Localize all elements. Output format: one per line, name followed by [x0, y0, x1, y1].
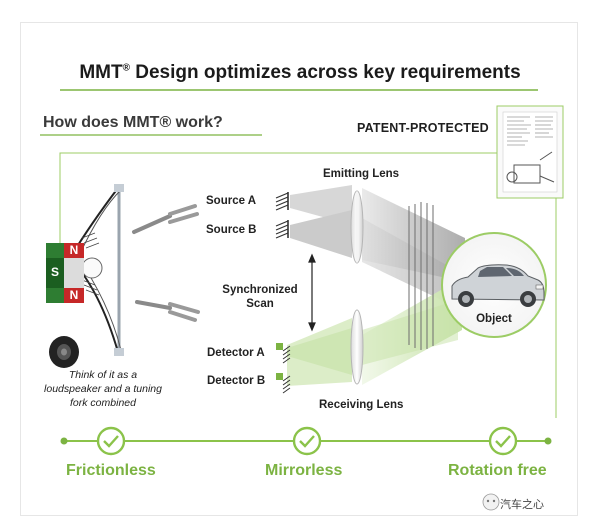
benefit-rotation-free: Rotation free [448, 462, 547, 479]
detector-b-sensor [276, 373, 291, 394]
tuning-fork-upper-icon [132, 204, 199, 234]
sync-scan-label-line1: Synchronized [222, 284, 298, 296]
detector-a-label: Detector A [207, 347, 265, 359]
detector-b-label: Detector B [207, 375, 266, 387]
page-title: MMT® Design optimizes across key require… [79, 62, 521, 83]
magnet-label-s: S [50, 265, 59, 279]
receiving-lens-label: Receiving Lens [319, 399, 404, 411]
mmt-mechanism [46, 184, 124, 356]
sync-scan-label-line2: Scan [246, 298, 274, 310]
section-subtitle: How does MMT® work? [43, 114, 223, 131]
receiving-beams [287, 278, 462, 386]
check-circle-icon [488, 426, 518, 456]
benefits-timeline [60, 426, 552, 456]
speaker-icon [49, 336, 79, 368]
car-icon [451, 264, 545, 307]
benefit-mirrorless: Mirrorless [265, 462, 343, 479]
source-a-emitter [275, 192, 289, 211]
sync-scan-label: Synchronized Scan [218, 283, 302, 311]
magnet-label-n-top: N [69, 243, 79, 257]
magnet-label-n-bottom: N [69, 288, 79, 302]
sync-scan-arrow [308, 253, 316, 332]
detector-a-sensor [276, 343, 291, 364]
emitting-lens-label: Emitting Lens [323, 168, 400, 180]
source-a-label: Source A [206, 195, 257, 207]
check-circle-icon [96, 426, 126, 456]
receiving-lens [350, 309, 364, 385]
emitting-lens [350, 190, 364, 264]
analogy-caption: Think of it as a loudspeaker and a tunin… [44, 369, 162, 409]
tuning-fork-lower-icon [135, 300, 200, 322]
check-circle-icon [292, 426, 322, 456]
object-label: Object [476, 313, 512, 325]
scan-lines [408, 202, 434, 350]
emitting-beams [290, 185, 465, 305]
watermark-logo-icon [482, 493, 500, 511]
patent-document-thumbnail [496, 105, 564, 199]
source-b-label: Source B [206, 224, 257, 236]
source-b-emitter [275, 220, 289, 239]
object-illustration [441, 232, 547, 338]
watermark-text: 汽车之心 [500, 499, 544, 511]
benefit-frictionless: Frictionless [66, 462, 156, 479]
patent-label: PATENT-PROTECTED [357, 121, 489, 135]
diagram-frame [59, 152, 557, 418]
